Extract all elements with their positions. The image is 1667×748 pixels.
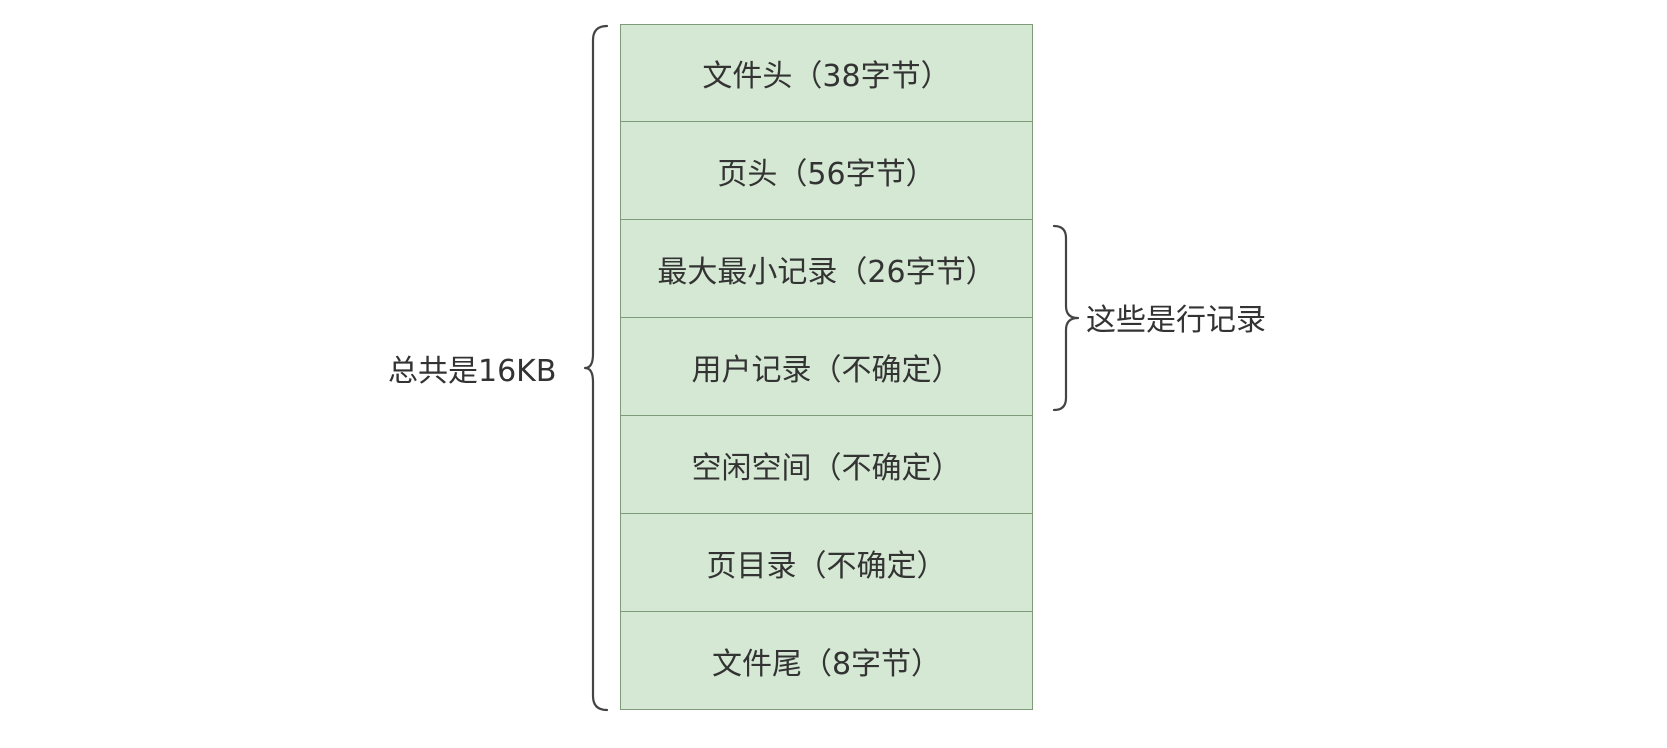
block-page-header: 页头（56字节） — [620, 122, 1033, 220]
page-block-stack: 文件头（38字节） 页头（56字节） 最大最小记录（26字节） 用户记录（不确定… — [620, 24, 1033, 712]
block-infimum-supremum: 最大最小记录（26字节） — [620, 220, 1033, 318]
block-page-directory: 页目录（不确定） — [620, 514, 1033, 612]
row-records-brace — [1052, 224, 1080, 412]
block-file-header: 文件头（38字节） — [620, 24, 1033, 122]
row-records-label: 这些是行记录 — [1086, 303, 1266, 338]
total-size-label: 总共是16KB — [388, 354, 557, 389]
total-size-brace — [583, 24, 609, 712]
block-file-trailer: 文件尾（8字节） — [620, 612, 1033, 710]
block-user-records: 用户记录（不确定） — [620, 318, 1033, 416]
block-free-space: 空闲空间（不确定） — [620, 416, 1033, 514]
